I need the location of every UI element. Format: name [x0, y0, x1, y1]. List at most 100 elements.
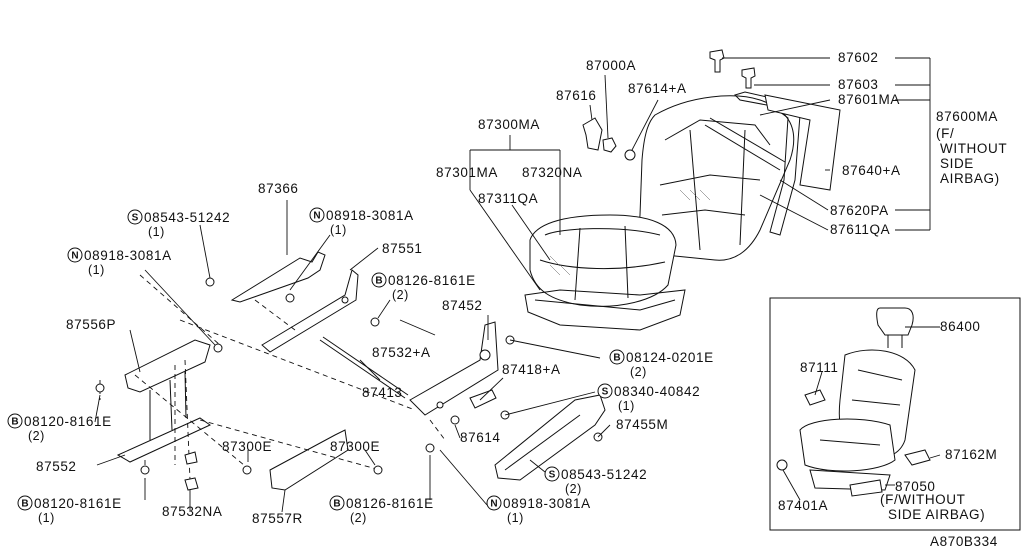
part-label-n08918_c: 08918-3081A	[503, 496, 591, 511]
part-label-s08543_top: 08543-51242	[144, 210, 230, 225]
prefix-letter: S	[549, 470, 556, 481]
part-qty-n08918_c: (1)	[507, 511, 524, 525]
part-label-87452: 87452	[442, 298, 483, 313]
part-label-87300E_b: 87300E	[330, 439, 380, 454]
group-note-line-3: SIDE	[940, 156, 974, 171]
part-label-87532NA: 87532NA	[162, 504, 223, 519]
part-label-b08126_bot: 08126-8161E	[346, 496, 434, 511]
prefix-circle	[17, 495, 33, 511]
prefix-letter: B	[613, 353, 620, 364]
prefix-circle	[486, 495, 502, 511]
prefix-letter: N	[490, 499, 497, 510]
prefix-letter: S	[602, 387, 609, 398]
prefix-circle	[67, 247, 83, 263]
inset-note: (F/WITHOUT SIDE AIRBAG)	[880, 492, 985, 522]
part-label-87603: 87603	[838, 77, 879, 92]
part-label-b08124: 08124-0201E	[626, 350, 714, 365]
part-label-87616: 87616	[556, 88, 597, 103]
diagram-code: A870B334	[930, 534, 998, 549]
part-label-b08120_a: 08120-8161E	[24, 414, 112, 429]
part-qty-s08340: (1)	[618, 399, 635, 413]
part-label-87300MA: 87300MA	[478, 117, 540, 132]
prefix-letter: S	[132, 213, 139, 224]
part-label-87601MA: 87601MA	[838, 92, 900, 107]
part-label-b08126_top: 08126-8161E	[388, 273, 476, 288]
part-label-87418A: 87418+A	[502, 362, 561, 377]
seat-cushion	[529, 214, 677, 307]
lever-87418	[469, 389, 497, 409]
part-label-87301MA: 87301MA	[436, 165, 498, 180]
inset-box	[769, 297, 1021, 531]
prefix-circle	[609, 349, 625, 365]
recliner-bracket-87452	[409, 321, 499, 416]
part-label-86400: 86400	[940, 319, 981, 334]
part-label-n08918_b: 08918-3081A	[84, 248, 172, 263]
seat-cushion-frame	[524, 289, 686, 331]
part-label-87600MA: 87600MA	[936, 109, 998, 124]
part-label-87000A: 87000A	[586, 58, 636, 73]
prefix-letter: B	[21, 499, 28, 510]
prefix-circle	[371, 272, 387, 288]
part-qty-b08120_a: (2)	[28, 429, 45, 443]
fasteners	[95, 277, 603, 491]
prefix-letter: B	[11, 417, 18, 428]
cover-87455M	[494, 394, 606, 481]
group-note: (F/ WITHOUT SIDE AIRBAG)	[936, 126, 1007, 186]
prefix-circle	[597, 383, 613, 399]
prefix-letter: N	[71, 251, 78, 262]
part-label-87551: 87551	[382, 241, 423, 256]
slide-rail-upper	[230, 251, 359, 353]
part-label-87532A: 87532+A	[372, 345, 431, 360]
part-label-87050: 87050	[895, 479, 936, 494]
part-label-87162M: 87162M	[945, 447, 997, 462]
part-label-b08120_b: 08120-8161E	[34, 496, 122, 511]
seat-back	[639, 95, 795, 261]
part-qty-b08126_top: (2)	[392, 288, 409, 302]
prefix-circle	[7, 413, 23, 429]
prefix-circle	[329, 495, 345, 511]
prefix-circle	[544, 466, 560, 482]
part-label-87311QA: 87311QA	[478, 191, 538, 206]
part-label-87611QA: 87611QA	[830, 222, 890, 237]
part-label-87602: 87602	[838, 50, 879, 65]
part-label-87614A_top: 87614+A	[628, 81, 687, 96]
part-label-87640A: 87640+A	[842, 163, 901, 178]
part-label-87455M: 87455M	[616, 417, 668, 432]
part-label-n08918_a: 08918-3081A	[326, 208, 414, 223]
part-label-87413: 87413	[362, 385, 403, 400]
seat-back-board	[764, 94, 841, 191]
recliner-cover-small	[582, 117, 636, 161]
leader-lines	[94, 57, 931, 513]
part-label-87620PA: 87620PA	[830, 203, 889, 218]
part-label-87557R: 87557R	[252, 511, 303, 526]
part-qty-n08918_b: (1)	[88, 263, 105, 277]
part-label-87614: 87614	[460, 430, 501, 445]
part-label-87300E_a: 87300E	[222, 439, 272, 454]
part-qty-s08543_bot: (2)	[565, 482, 582, 496]
inset-note-line-1: (F/WITHOUT	[880, 492, 965, 507]
part-qty-n08918_a: (1)	[330, 223, 347, 237]
prefix-letter: N	[313, 211, 320, 222]
prefix-circle	[309, 207, 325, 223]
part-label-87320NA: 87320NA	[522, 165, 583, 180]
part-label-87552: 87552	[36, 459, 77, 474]
prefix-letter: B	[333, 499, 340, 510]
group-note-line-2: WITHOUT	[940, 141, 1007, 156]
group-note-line-1: (F/	[936, 126, 954, 141]
part-qty-s08543_top: (1)	[148, 225, 165, 239]
part-label-s08340: 08340-40842	[614, 384, 700, 399]
inset-note-line-2: SIDE AIRBAG)	[888, 507, 985, 522]
prefix-circle	[127, 209, 143, 225]
group-note-line-4: AIRBAG)	[940, 171, 1000, 186]
part-label-s08543_bot: 08543-51242	[561, 467, 647, 482]
part-label-87556P: 87556P	[66, 317, 116, 332]
part-label-87401A: 87401A	[778, 498, 828, 513]
prefix-letter: B	[375, 276, 382, 287]
part-qty-b08124: (2)	[630, 365, 647, 379]
cover-87557R	[269, 429, 349, 491]
headrest-guides	[709, 49, 756, 89]
part-qty-b08126_bot: (2)	[350, 511, 367, 525]
